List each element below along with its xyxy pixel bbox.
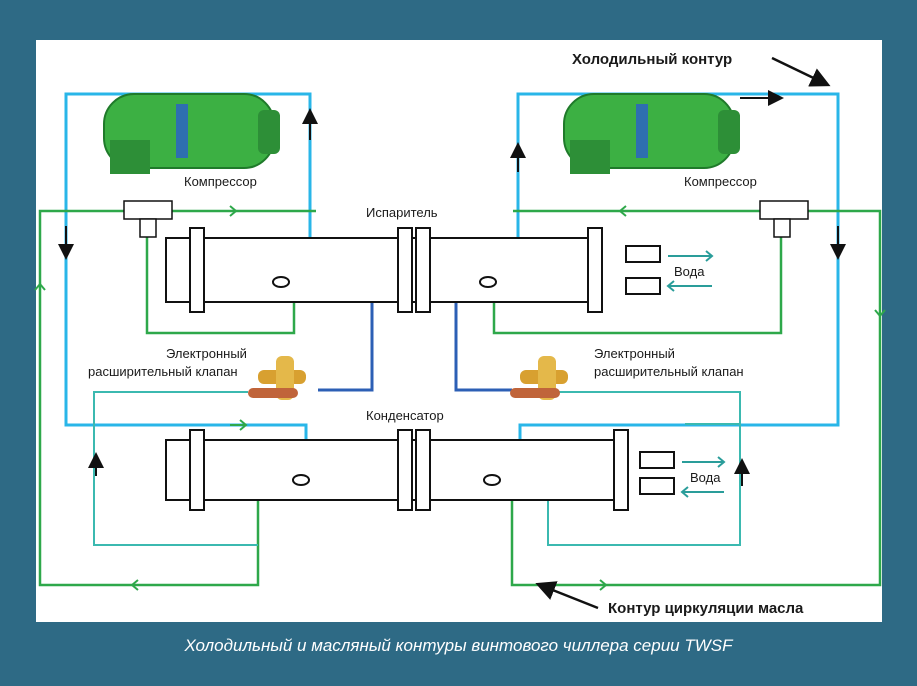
oil-separator-right xyxy=(759,200,809,238)
liquid-lines xyxy=(318,302,512,392)
condenser-lines xyxy=(93,391,741,546)
condenser-label: Конденсатор xyxy=(366,408,444,423)
condenser xyxy=(165,429,675,511)
valve-right-label-line2: расширительный клапан xyxy=(594,364,744,379)
title-pointers xyxy=(535,56,831,610)
oil-lines xyxy=(38,209,882,587)
refrigerant-circuit-label: Холодильный контур xyxy=(572,51,732,68)
evaporator xyxy=(165,227,661,313)
compressor-left xyxy=(103,93,280,174)
figure-caption: Холодильный и масляный контуры винтового… xyxy=(184,636,733,655)
compressor-right xyxy=(563,93,740,174)
oil-separator-left xyxy=(123,200,173,238)
water-bottom-label: Вода xyxy=(690,470,721,485)
compressor-left-label: Компрессор xyxy=(184,174,257,189)
oil-circuit-label: Контур циркуляции масла xyxy=(608,600,804,617)
compressor-right-label: Компрессор xyxy=(684,174,757,189)
water-top-label: Вода xyxy=(674,264,705,279)
evaporator-label: Испаритель xyxy=(366,205,438,220)
expansion-valve-right xyxy=(510,356,568,400)
flow-arrows xyxy=(58,90,846,486)
valve-left-label-line2: расширительный клапан xyxy=(88,364,238,379)
valve-left-label-line1: Электронный xyxy=(166,346,247,361)
water-arrows xyxy=(666,250,726,498)
oil-arrows xyxy=(34,205,886,591)
valve-right-label-line1: Электронный xyxy=(594,346,675,361)
expansion-valve-left xyxy=(248,356,306,400)
